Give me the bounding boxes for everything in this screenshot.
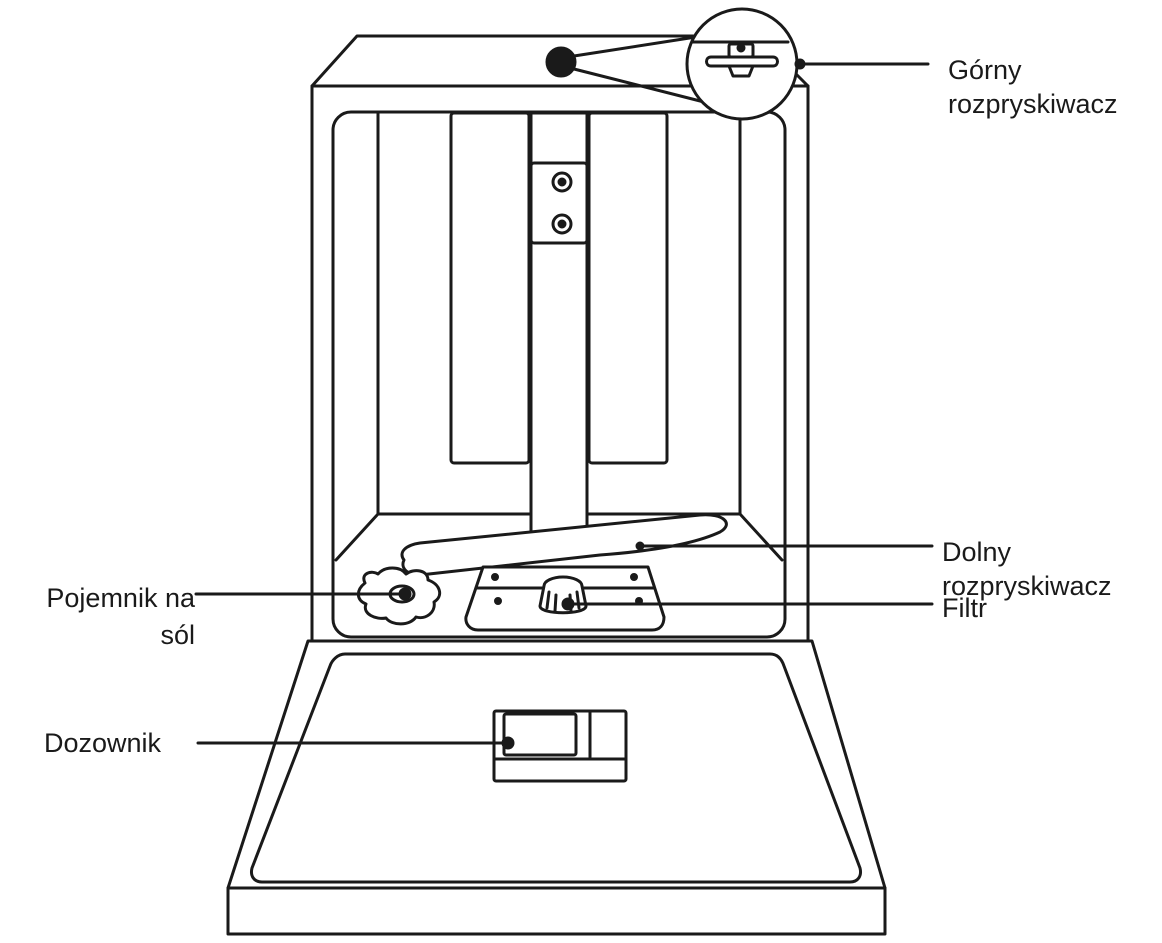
- filter-rib-2: [555, 595, 556, 611]
- label-upper-spray-arm: Górny rozpryskiwacz: [948, 53, 1118, 121]
- dispenser-body: [494, 711, 626, 781]
- label-filter: Filtr: [942, 591, 987, 625]
- zoom-spray-bolt: [738, 45, 744, 51]
- label-upper-spray-arm-line2: rozpryskiwacz: [948, 87, 1118, 121]
- plate-screw-1: [493, 575, 498, 580]
- label-upper-spray-arm-line1: Górny: [948, 53, 1118, 87]
- plate-screw-2: [632, 575, 637, 580]
- label-salt-container: Pojemnik na sól: [10, 581, 195, 652]
- mount-bolt-top-inner: [559, 179, 565, 185]
- label-salt-container-line1: Pojemnik na: [10, 581, 195, 615]
- mount-bolt-bottom-inner: [559, 221, 565, 227]
- label-salt-container-line2: sól: [10, 615, 195, 652]
- label-dispenser-text: Dozownik: [44, 726, 161, 760]
- filter-rib-1: [547, 592, 549, 608]
- filter-rib-4: [577, 592, 579, 608]
- upper-spray-arm-marker: [547, 48, 575, 76]
- plate-screw-3: [496, 599, 501, 604]
- label-dispenser: Dozownik: [44, 726, 161, 760]
- label-filter-text: Filtr: [942, 591, 987, 625]
- label-lower-spray-arm-line1: Dolny: [942, 535, 1112, 569]
